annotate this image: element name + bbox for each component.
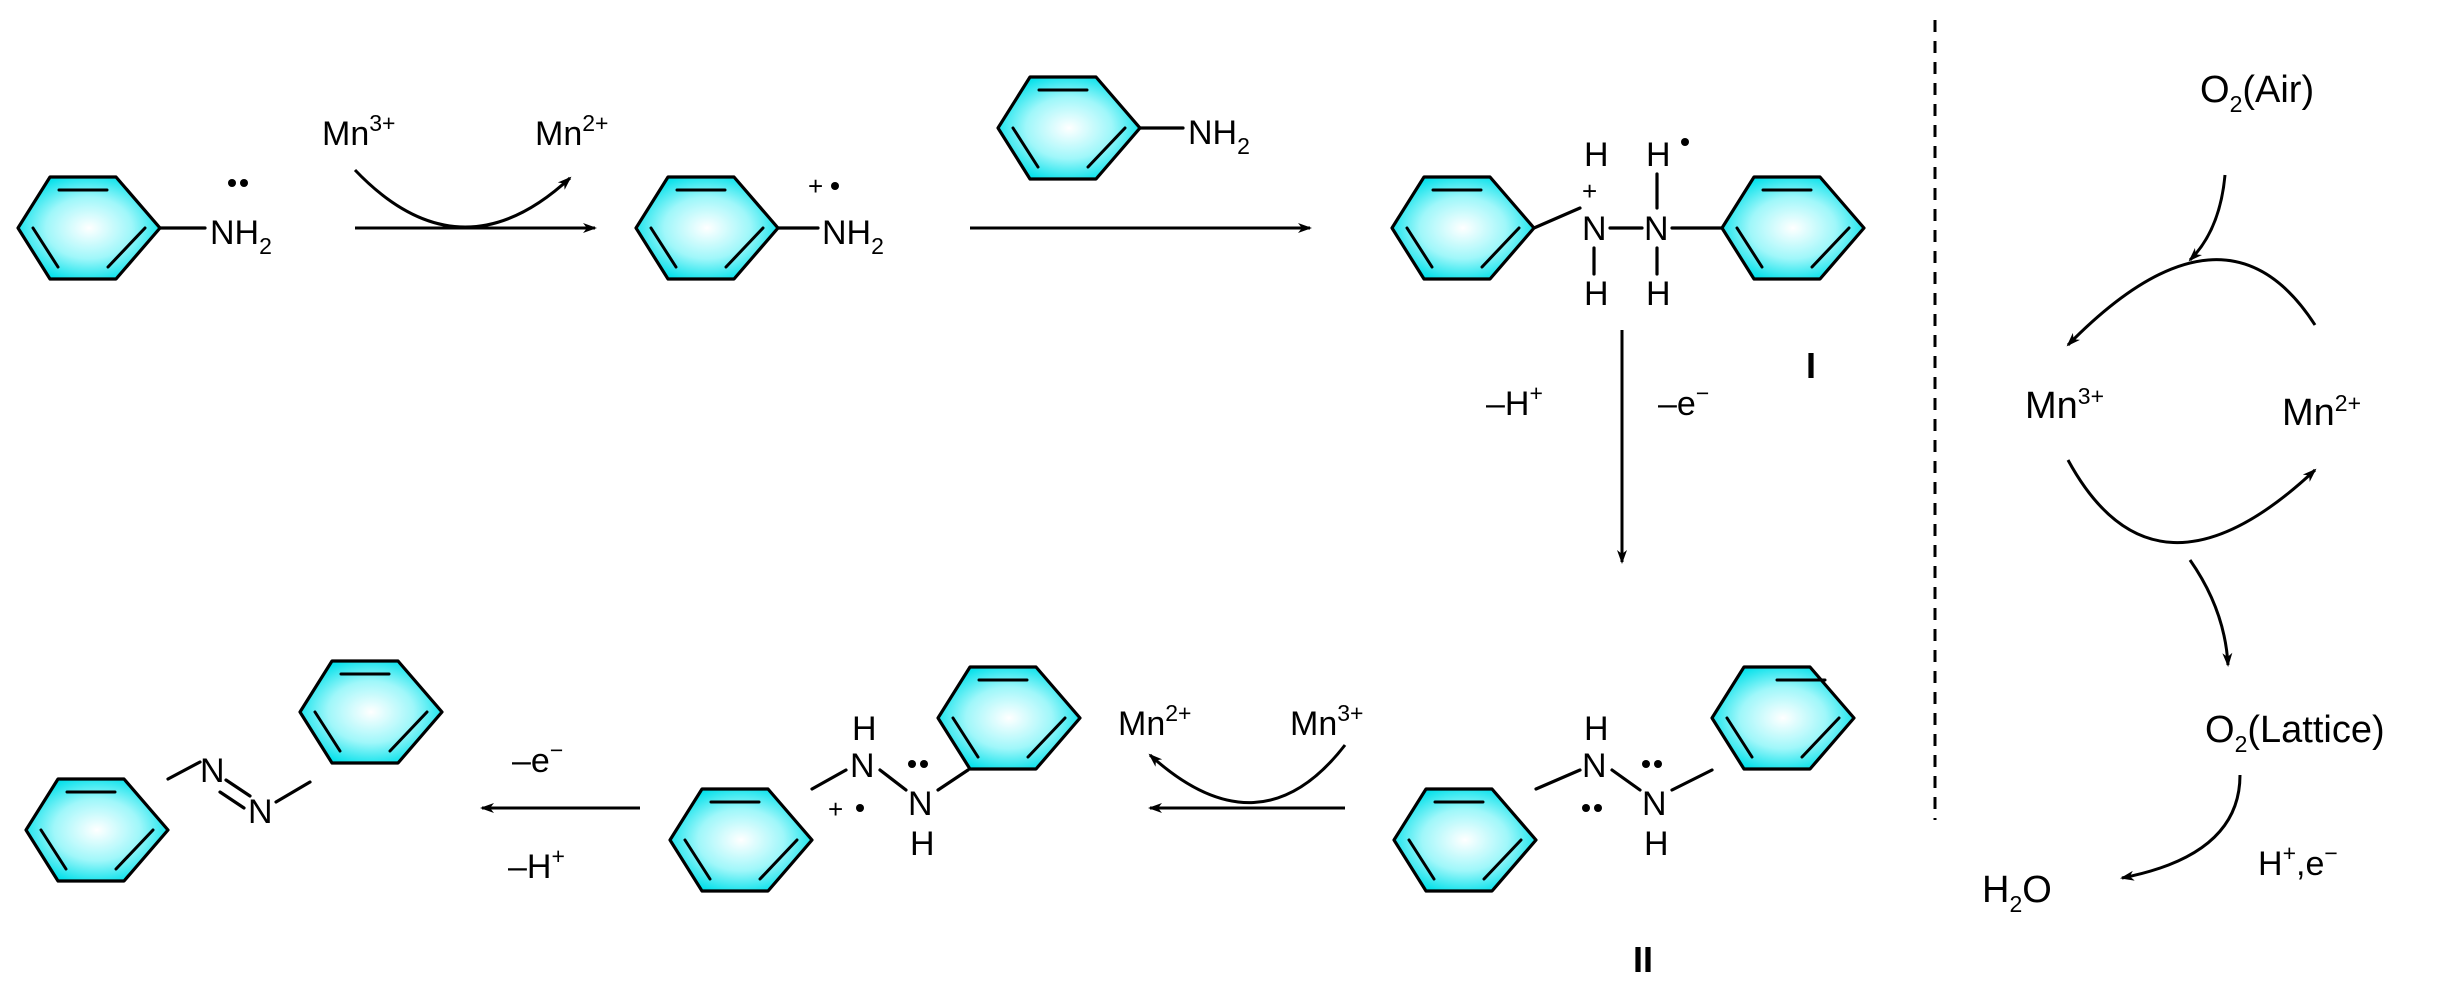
charge-plus: + [808, 171, 823, 201]
h-atom: H [1646, 136, 1671, 174]
minus-h-label: –H+ [508, 843, 565, 886]
label-I: I [1806, 345, 1816, 386]
mn3-label: Mn3+ [2025, 383, 2104, 427]
catalytic-cycle: O2(Air) Mn3+ Mn2+ O2(Lattice) H2O H+,e− [1982, 69, 2385, 917]
minus-e-label: –e− [1658, 380, 1709, 423]
n-atom: N [1582, 210, 1607, 248]
benzene-ring [996, 75, 1142, 181]
mn3-label: Mn3+ [322, 110, 395, 153]
benzene-ring [298, 659, 444, 765]
benzene-ring [1390, 175, 1536, 281]
h-atom: H [852, 710, 877, 748]
o2-air-label: O2(Air) [2200, 69, 2314, 117]
h-atom: H [1584, 136, 1609, 174]
benzene-ring [16, 175, 162, 281]
label-II: II [1633, 939, 1653, 980]
h-atom: H [1646, 275, 1671, 313]
h-atom: H [1584, 710, 1609, 748]
o2-lattice-label: O2(Lattice) [2205, 709, 2385, 757]
minus-e-label: –e− [512, 737, 563, 780]
oxidation-arrow-2: Mn3+ Mn2+ [1118, 700, 1363, 813]
azobenzene: N N [24, 659, 444, 883]
final-oxidation-arrow: –e− –H+ [480, 737, 640, 886]
coupling-arrow: NH2 [970, 75, 1312, 233]
hydrazobenzene-radical-cation: N H + N H [668, 665, 1082, 893]
n-atom: N [1582, 747, 1607, 785]
intermediate-II: N H N H II [1392, 665, 1856, 980]
h-atom: H [910, 825, 935, 863]
n-atom: N [850, 747, 875, 785]
charge-plus: + [1582, 176, 1597, 206]
n-atom: N [200, 752, 225, 790]
deprotonation-arrow: –H+ –e− [1486, 330, 1709, 564]
proton-electron-label: H+,e− [2258, 840, 2338, 883]
amine-label: NH2 [1188, 114, 1250, 159]
mn2-label: Mn2+ [1118, 700, 1191, 743]
benzene-ring [24, 777, 170, 883]
benzene-ring [634, 175, 780, 281]
benzene-ring [1710, 665, 1856, 771]
h2o-label: H2O [1982, 869, 2052, 917]
oxidation-arrow-1: Mn3+ Mn2+ [322, 110, 608, 233]
h-atom: H [1644, 825, 1669, 863]
aniline-radical-cation: + NH2 [634, 171, 884, 281]
n-atom: N [1642, 785, 1667, 823]
minus-h-label: –H+ [1486, 380, 1543, 423]
n-atom: N [1644, 210, 1669, 248]
benzene-ring [668, 787, 814, 893]
benzene-ring [936, 665, 1082, 771]
n-atom: N [248, 793, 273, 831]
amine-label: NH2 [822, 214, 884, 259]
intermediate-I: N H + H N H H I [1390, 136, 1866, 386]
mn2-label: Mn2+ [2282, 390, 2361, 434]
charge-plus: + [828, 794, 843, 824]
benzene-ring [1392, 787, 1538, 893]
aniline-molecule: NH2 [16, 175, 272, 281]
amine-label: NH2 [210, 214, 272, 259]
h-atom: H [1584, 275, 1609, 313]
mn3-label: Mn3+ [1290, 700, 1363, 743]
benzene-ring [1720, 175, 1866, 281]
mn2-label: Mn2+ [535, 110, 608, 153]
n-atom: N [908, 785, 933, 823]
